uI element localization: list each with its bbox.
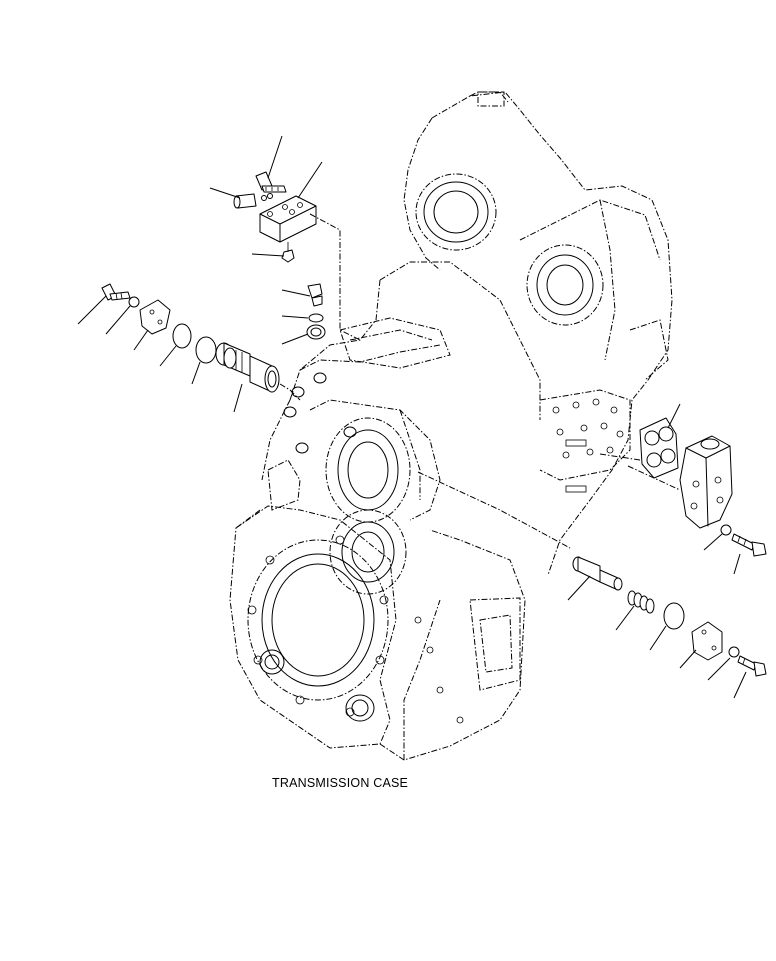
lower-bolt	[737, 655, 767, 677]
left-cover-group	[101, 283, 301, 401]
left-o-ring-2	[195, 336, 217, 364]
right-valve-gasket	[639, 417, 679, 479]
left-cover-plate	[139, 299, 171, 335]
transmission-case-body	[229, 91, 673, 761]
fitting-stack	[306, 283, 326, 340]
right-valve-group	[599, 417, 767, 557]
lower-o-ring	[663, 602, 685, 630]
lower-right-spool-group	[417, 471, 767, 677]
leader-lines	[77, 135, 747, 699]
lower-spool	[572, 556, 623, 591]
valve-block	[259, 195, 317, 243]
right-valve-body	[679, 435, 733, 529]
left-o-ring-1	[172, 323, 192, 349]
valve-block-bolt	[255, 171, 287, 193]
left-cover-washer	[128, 296, 140, 308]
lower-washer	[728, 646, 740, 658]
right-valve-bolt	[731, 533, 767, 557]
left-cover-bolt	[101, 283, 131, 301]
valve-block-pin	[233, 193, 273, 209]
right-valve-washer	[720, 524, 732, 536]
valve-block-plug	[281, 242, 295, 263]
lower-spring	[627, 590, 655, 614]
valve-port-holes	[552, 398, 624, 493]
upper-valve-block-group	[233, 171, 361, 341]
lower-cover-plate	[691, 621, 723, 661]
left-spool	[215, 342, 280, 393]
diagram-caption: TRANSMISSION CASE	[272, 776, 409, 790]
